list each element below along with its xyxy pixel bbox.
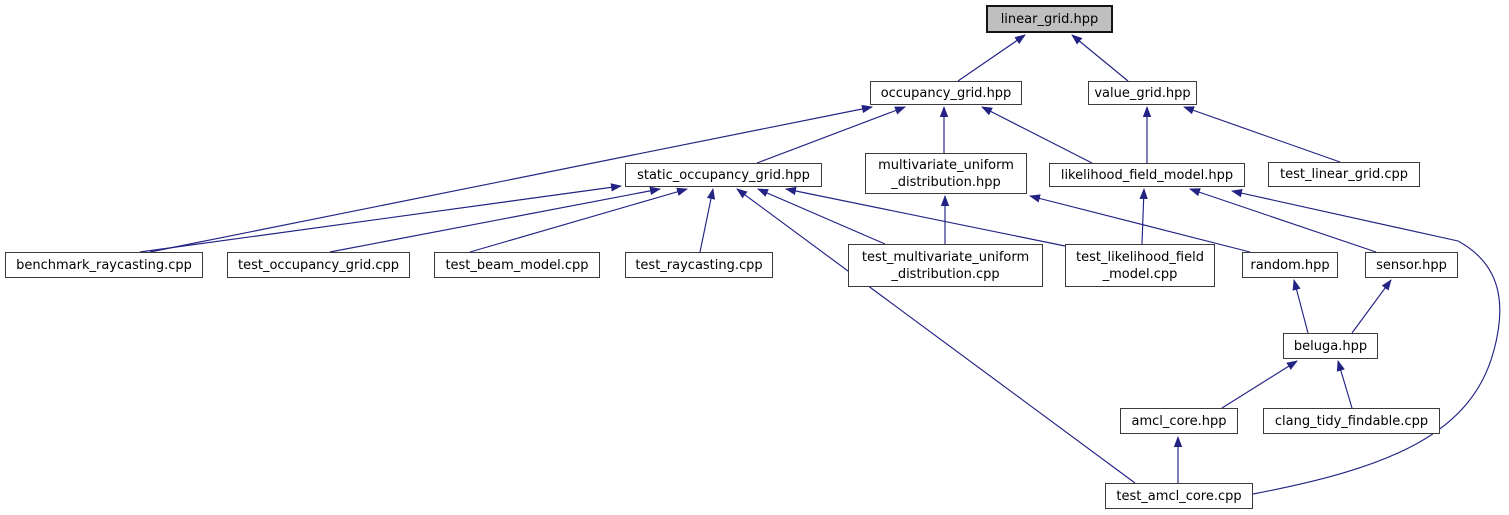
edge-test_likelihood_field_model-to-likelihood_field_model	[1139, 188, 1148, 245]
node-label: test_multivariate_uniform	[861, 249, 1030, 265]
edge-test_raycasting-to-static_occupancy_grid	[699, 188, 716, 253]
edge-value_grid-to-linear_grid	[1071, 34, 1129, 82]
edge-test_multivariate_uniform_distribution-to-static_occupancy_grid	[757, 188, 886, 245]
edge-random-to-multivariate_uniform_distribution	[1029, 194, 1251, 253]
edge-clang_tidy_findable-to-beluga	[1336, 360, 1353, 409]
node-label: test_raycasting.cpp	[635, 257, 763, 273]
edge-sensor-to-likelihood_field_model	[1189, 188, 1377, 253]
node-label: test_likelihood_field	[1076, 249, 1204, 265]
node-label: test_occupancy_grid.cpp	[238, 257, 399, 273]
node-label: occupancy_grid.hpp	[880, 85, 1012, 101]
node-test_amcl_core[interactable]: test_amcl_core.cpp	[1105, 483, 1253, 509]
edge-beluga-to-sensor	[1351, 279, 1392, 334]
edge-benchmark_raycasting-to-static_occupancy_grid	[139, 183, 622, 253]
edge-test_amcl_core-to-static_occupancy_grid	[736, 188, 1136, 484]
node-random[interactable]: random.hpp	[1242, 252, 1338, 278]
edge-test_likelihood_field_model-to-static_occupancy_grid	[785, 186, 1066, 247]
node-amcl_core[interactable]: amcl_core.hpp	[1120, 408, 1238, 434]
node-label: sensor.hpp	[1376, 257, 1447, 273]
node-likelihood_field_model[interactable]: likelihood_field_model.hpp	[1049, 163, 1245, 187]
edge-test_amcl_core-to-likelihood_field_model	[1231, 189, 1501, 495]
node-label: test_amcl_core.cpp	[1116, 488, 1242, 504]
node-label: random.hpp	[1250, 257, 1330, 273]
node-multivariate_uniform_distribution[interactable]: multivariate_uniform_distribution.hpp	[865, 153, 1027, 194]
node-label: clang_tidy_findable.cpp	[1274, 413, 1429, 429]
node-test_linear_grid[interactable]: test_linear_grid.cpp	[1268, 162, 1420, 187]
edge-amcl_core-to-beluga	[1221, 360, 1298, 409]
node-benchmark_raycasting[interactable]: benchmark_raycasting.cpp	[5, 252, 203, 278]
node-label: benchmark_raycasting.cpp	[16, 257, 192, 273]
node-label: _distribution.cpp	[891, 266, 1000, 282]
node-label: test_linear_grid.cpp	[1280, 167, 1408, 182]
node-clang_tidy_findable[interactable]: clang_tidy_findable.cpp	[1263, 408, 1440, 434]
node-label: likelihood_field_model.hpp	[1060, 167, 1234, 183]
edge-benchmark_raycasting-to-occupancy_grid	[149, 104, 873, 253]
edge-test_occupancy_grid-to-static_occupancy_grid	[329, 186, 661, 253]
node-label: beluga.hpp	[1293, 338, 1368, 354]
node-test_occupancy_grid[interactable]: test_occupancy_grid.cpp	[227, 252, 410, 278]
node-label: amcl_core.hpp	[1131, 413, 1227, 429]
edge-test_linear_grid-to-value_grid	[1183, 106, 1341, 163]
edge-beluga-to-random	[1292, 279, 1309, 334]
node-test_raycasting[interactable]: test_raycasting.cpp	[625, 252, 773, 278]
node-label: linear_grid.hpp	[1000, 11, 1099, 27]
node-sensor[interactable]: sensor.hpp	[1365, 252, 1458, 278]
node-beluga[interactable]: beluga.hpp	[1283, 333, 1378, 359]
node-label: _model.cpp	[1102, 266, 1178, 282]
node-test_beam_model[interactable]: test_beam_model.cpp	[434, 252, 600, 278]
node-value_grid[interactable]: value_grid.hpp	[1088, 81, 1197, 105]
edge-occupancy_grid-to-linear_grid	[957, 34, 1026, 82]
node-label: _distribution.hpp	[891, 174, 1001, 190]
node-test_likelihood_field_model[interactable]: test_likelihood_field_model.cpp	[1065, 244, 1215, 287]
node-occupancy_grid[interactable]: occupancy_grid.hpp	[870, 81, 1022, 105]
node-label: test_beam_model.cpp	[445, 257, 589, 273]
edge-likelihood_field_model-to-occupancy_grid	[981, 106, 1093, 164]
node-test_multivariate_uniform_distribution[interactable]: test_multivariate_uniform_distribution.c…	[848, 244, 1043, 287]
node-label: multivariate_uniform	[878, 157, 1014, 173]
edge-test_beam_model-to-static_occupancy_grid	[469, 187, 688, 253]
node-linear_grid: linear_grid.hpp	[986, 5, 1113, 33]
node-label: static_occupancy_grid.hpp	[637, 167, 810, 183]
node-label: value_grid.hpp	[1094, 85, 1191, 101]
edge-static_occupancy_grid-to-occupancy_grid	[756, 106, 906, 164]
node-static_occupancy_grid[interactable]: static_occupancy_grid.hpp	[625, 163, 822, 187]
